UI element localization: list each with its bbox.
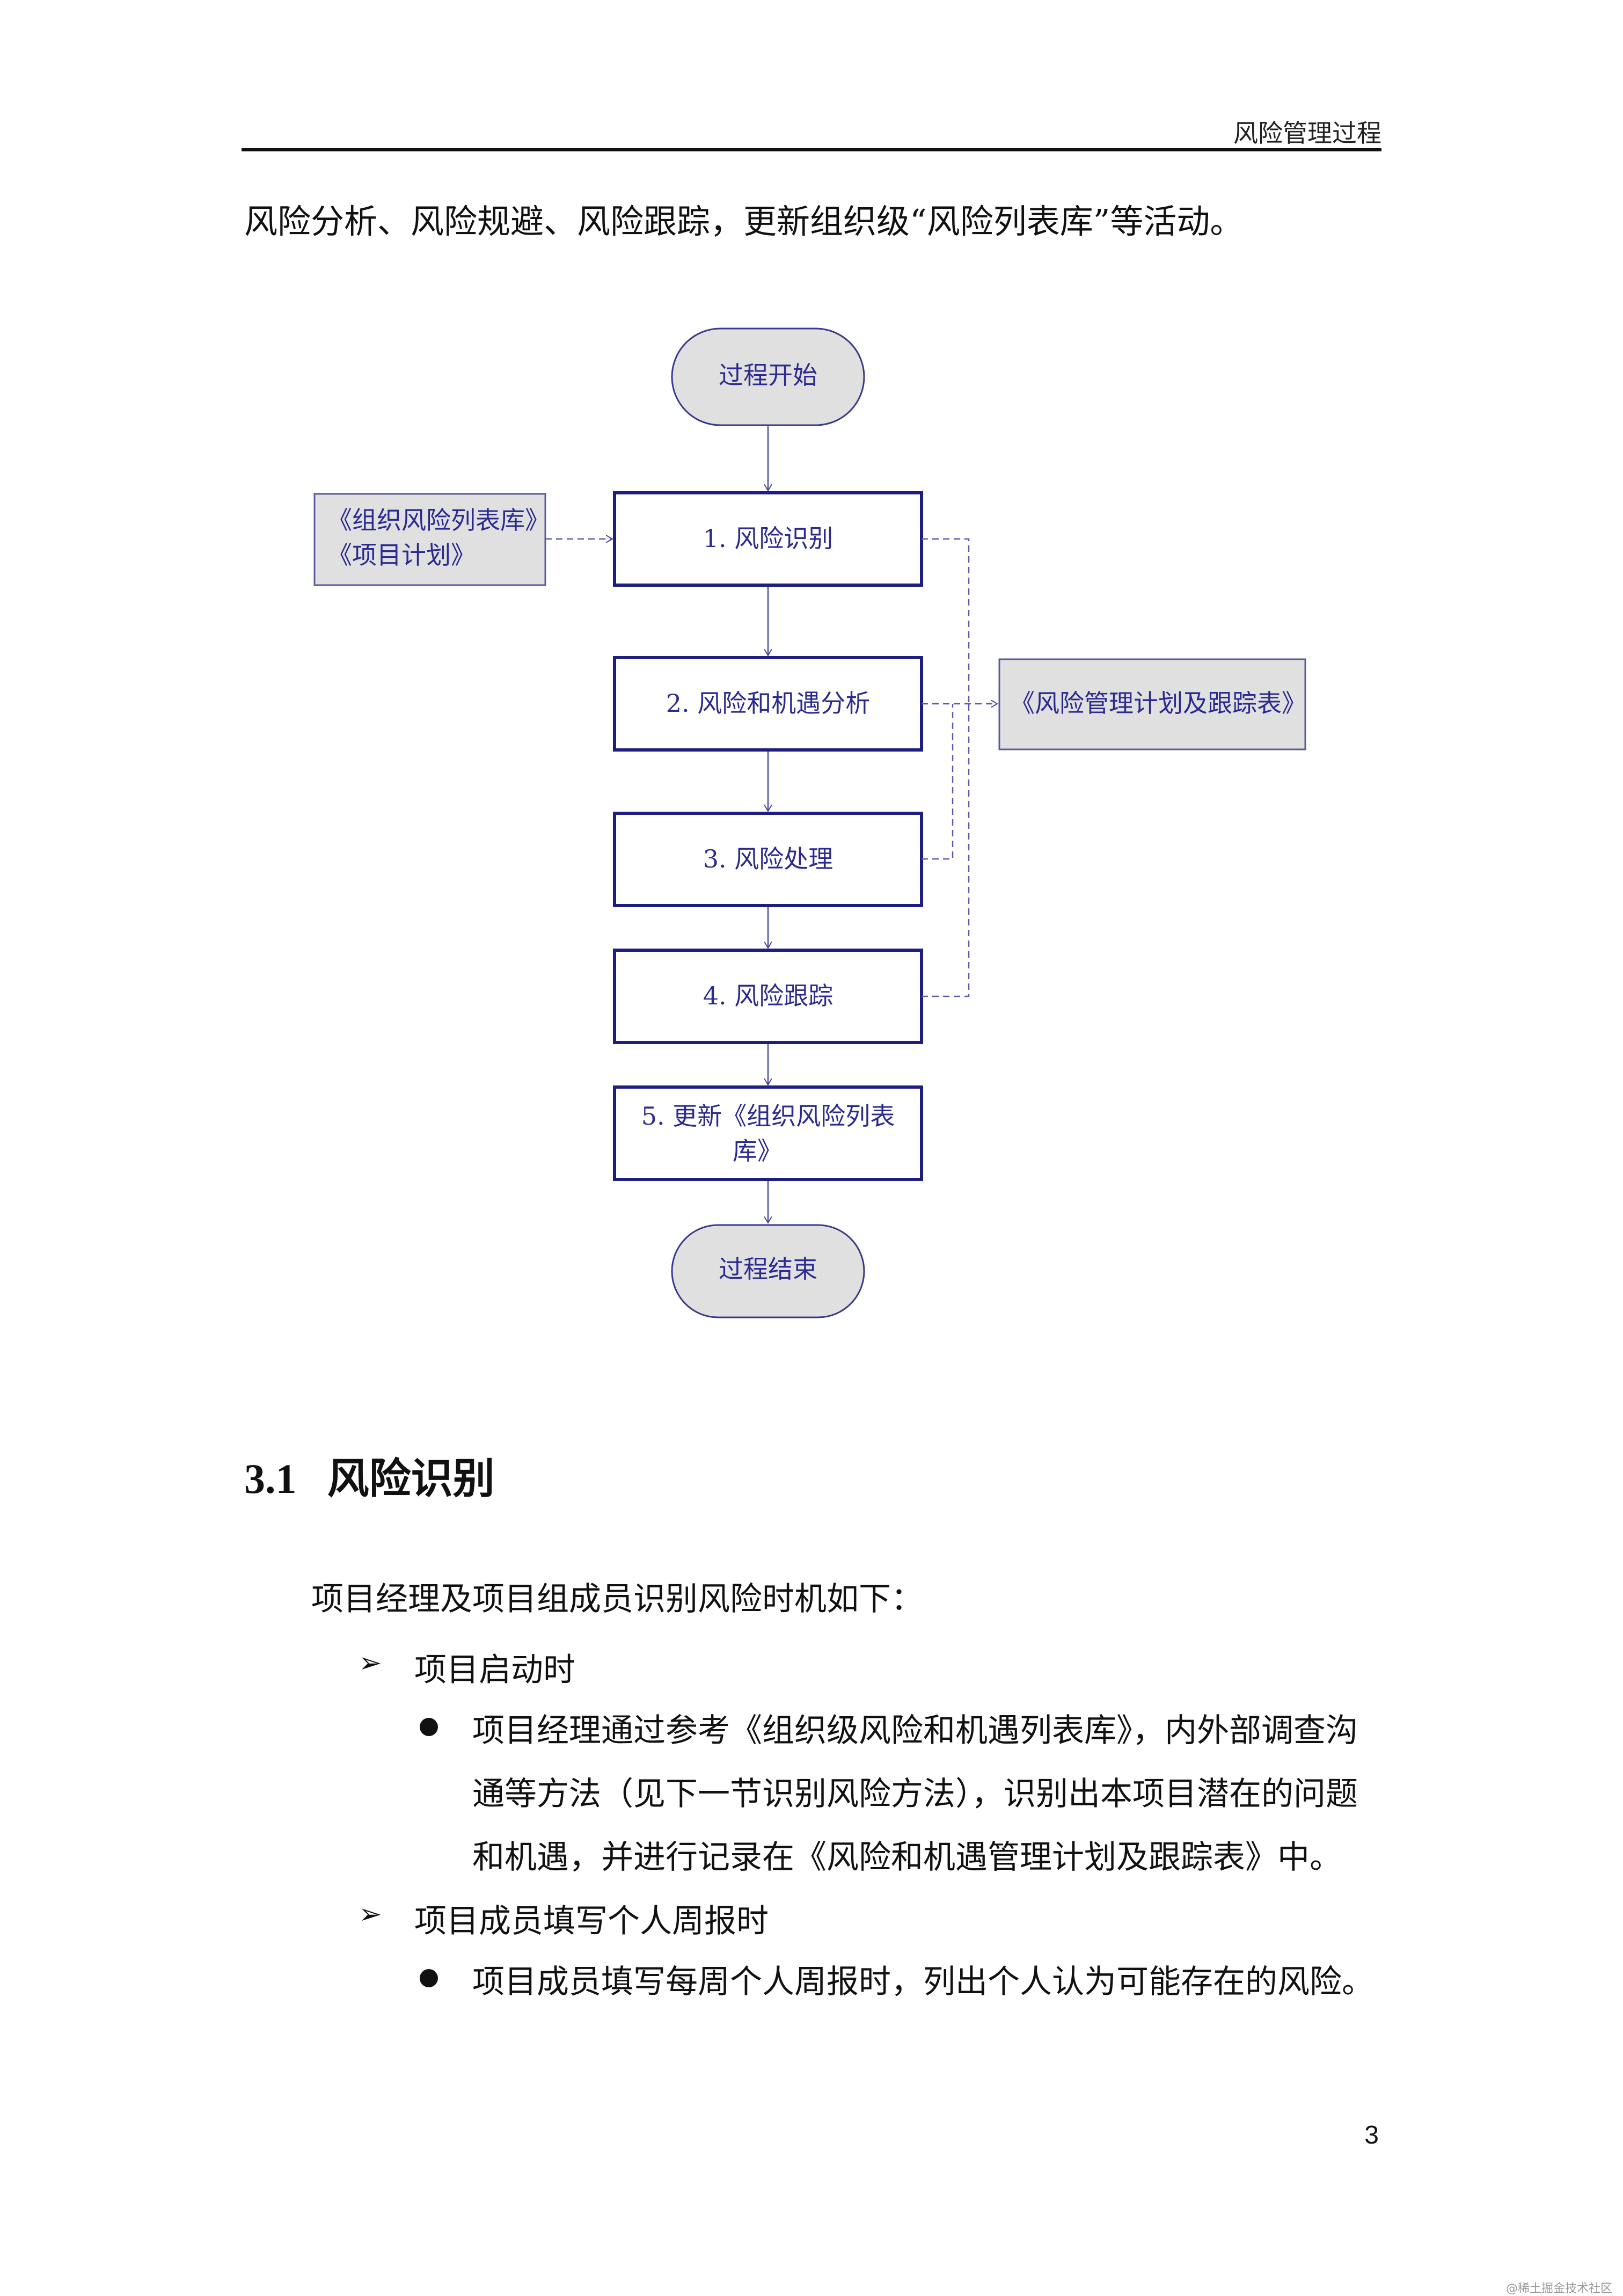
section-number: 3.1 [244, 1455, 297, 1502]
flow-output-label: 《风险管理计划及跟踪表》 [1010, 689, 1306, 718]
flow-output-document: 《风险管理计划及跟踪表》 [998, 658, 1306, 750]
flow-start-node: 过程开始 [671, 327, 865, 426]
flow-step-5: 5. 更新《组织风险列表 库》 [613, 1085, 923, 1181]
flow-step-4-label: 4. 风险跟踪 [703, 981, 834, 1010]
flow-step-2: 2. 风险和机遇分析 [613, 656, 923, 752]
flow-start-label: 过程开始 [719, 361, 817, 390]
item-1-title: 项目启动时 [414, 1651, 575, 1689]
header-rule [242, 148, 1381, 151]
arrow-bullet-icon: ➢ [359, 1898, 382, 1930]
flow-step-5-label-line-1: 5. 更新《组织风险列表 [641, 1102, 895, 1131]
bullet-dot-icon [420, 1969, 438, 1987]
flow-end-label: 过程结束 [719, 1255, 817, 1284]
item-1-line-1: 项目经理通过参考《组织级风险和机遇列表库》，内外部调查沟 [472, 1712, 1358, 1750]
arrow-bullet-icon: ➢ [359, 1647, 382, 1679]
flow-input-documents: 《组织风险列表库》 《项目计划》 [313, 493, 550, 586]
running-header-title: 风险管理过程 [1233, 119, 1381, 148]
flow-step-3-label: 3. 风险处理 [703, 844, 834, 873]
item-1-line-3: 和机遇，并进行记录在《风险和机遇管理计划及跟踪表》中。 [472, 1839, 1342, 1876]
watermark: @稀土掘金技术社区 [1505, 2282, 1612, 2295]
flow-end-node: 过程结束 [671, 1224, 865, 1318]
item-1-line-2: 通等方法（见下一节识别风险方法），识别出本项目潜在的问题 [472, 1775, 1358, 1813]
flow-step-4: 4. 风险跟踪 [613, 949, 923, 1044]
flow-dashed-connectors [545, 539, 997, 997]
flow-step-1-label: 1. 风险识别 [703, 524, 834, 553]
flow-step-1: 1. 风险识别 [613, 491, 923, 587]
flow-step-2-label: 2. 风险和机遇分析 [666, 689, 871, 718]
flow-step-5-label-line-2: 库》 [733, 1136, 782, 1165]
section-title: 风险识别 [327, 1454, 495, 1503]
flow-input-line-1: 《组织风险列表库》 [327, 506, 550, 535]
item-2-title: 项目成员填写个人周报时 [414, 1903, 769, 1940]
item-2-line-1: 项目成员填写每周个人周报时，列出个人认为可能存在的风险。 [472, 1963, 1374, 2001]
flow-step-3: 3. 风险处理 [613, 812, 923, 907]
intro-paragraph: 风险分析、风险规避、风险跟踪，更新组织级“风险列表库”等活动。 [244, 202, 1244, 241]
section-heading: 3.1 风险识别 [244, 1445, 495, 1505]
bullet-dot-icon [420, 1718, 438, 1736]
page-number: 3 [1364, 2121, 1379, 2149]
body-lead: 项目经理及项目组成员识别风险时机如下： [311, 1580, 923, 1618]
flow-input-line-2: 《项目计划》 [327, 541, 476, 570]
process-flowchart: 过程开始 《组织风险列表库》 《项目计划》 1. 风险识别 2. 风险和机遇分析… [313, 327, 1306, 1318]
